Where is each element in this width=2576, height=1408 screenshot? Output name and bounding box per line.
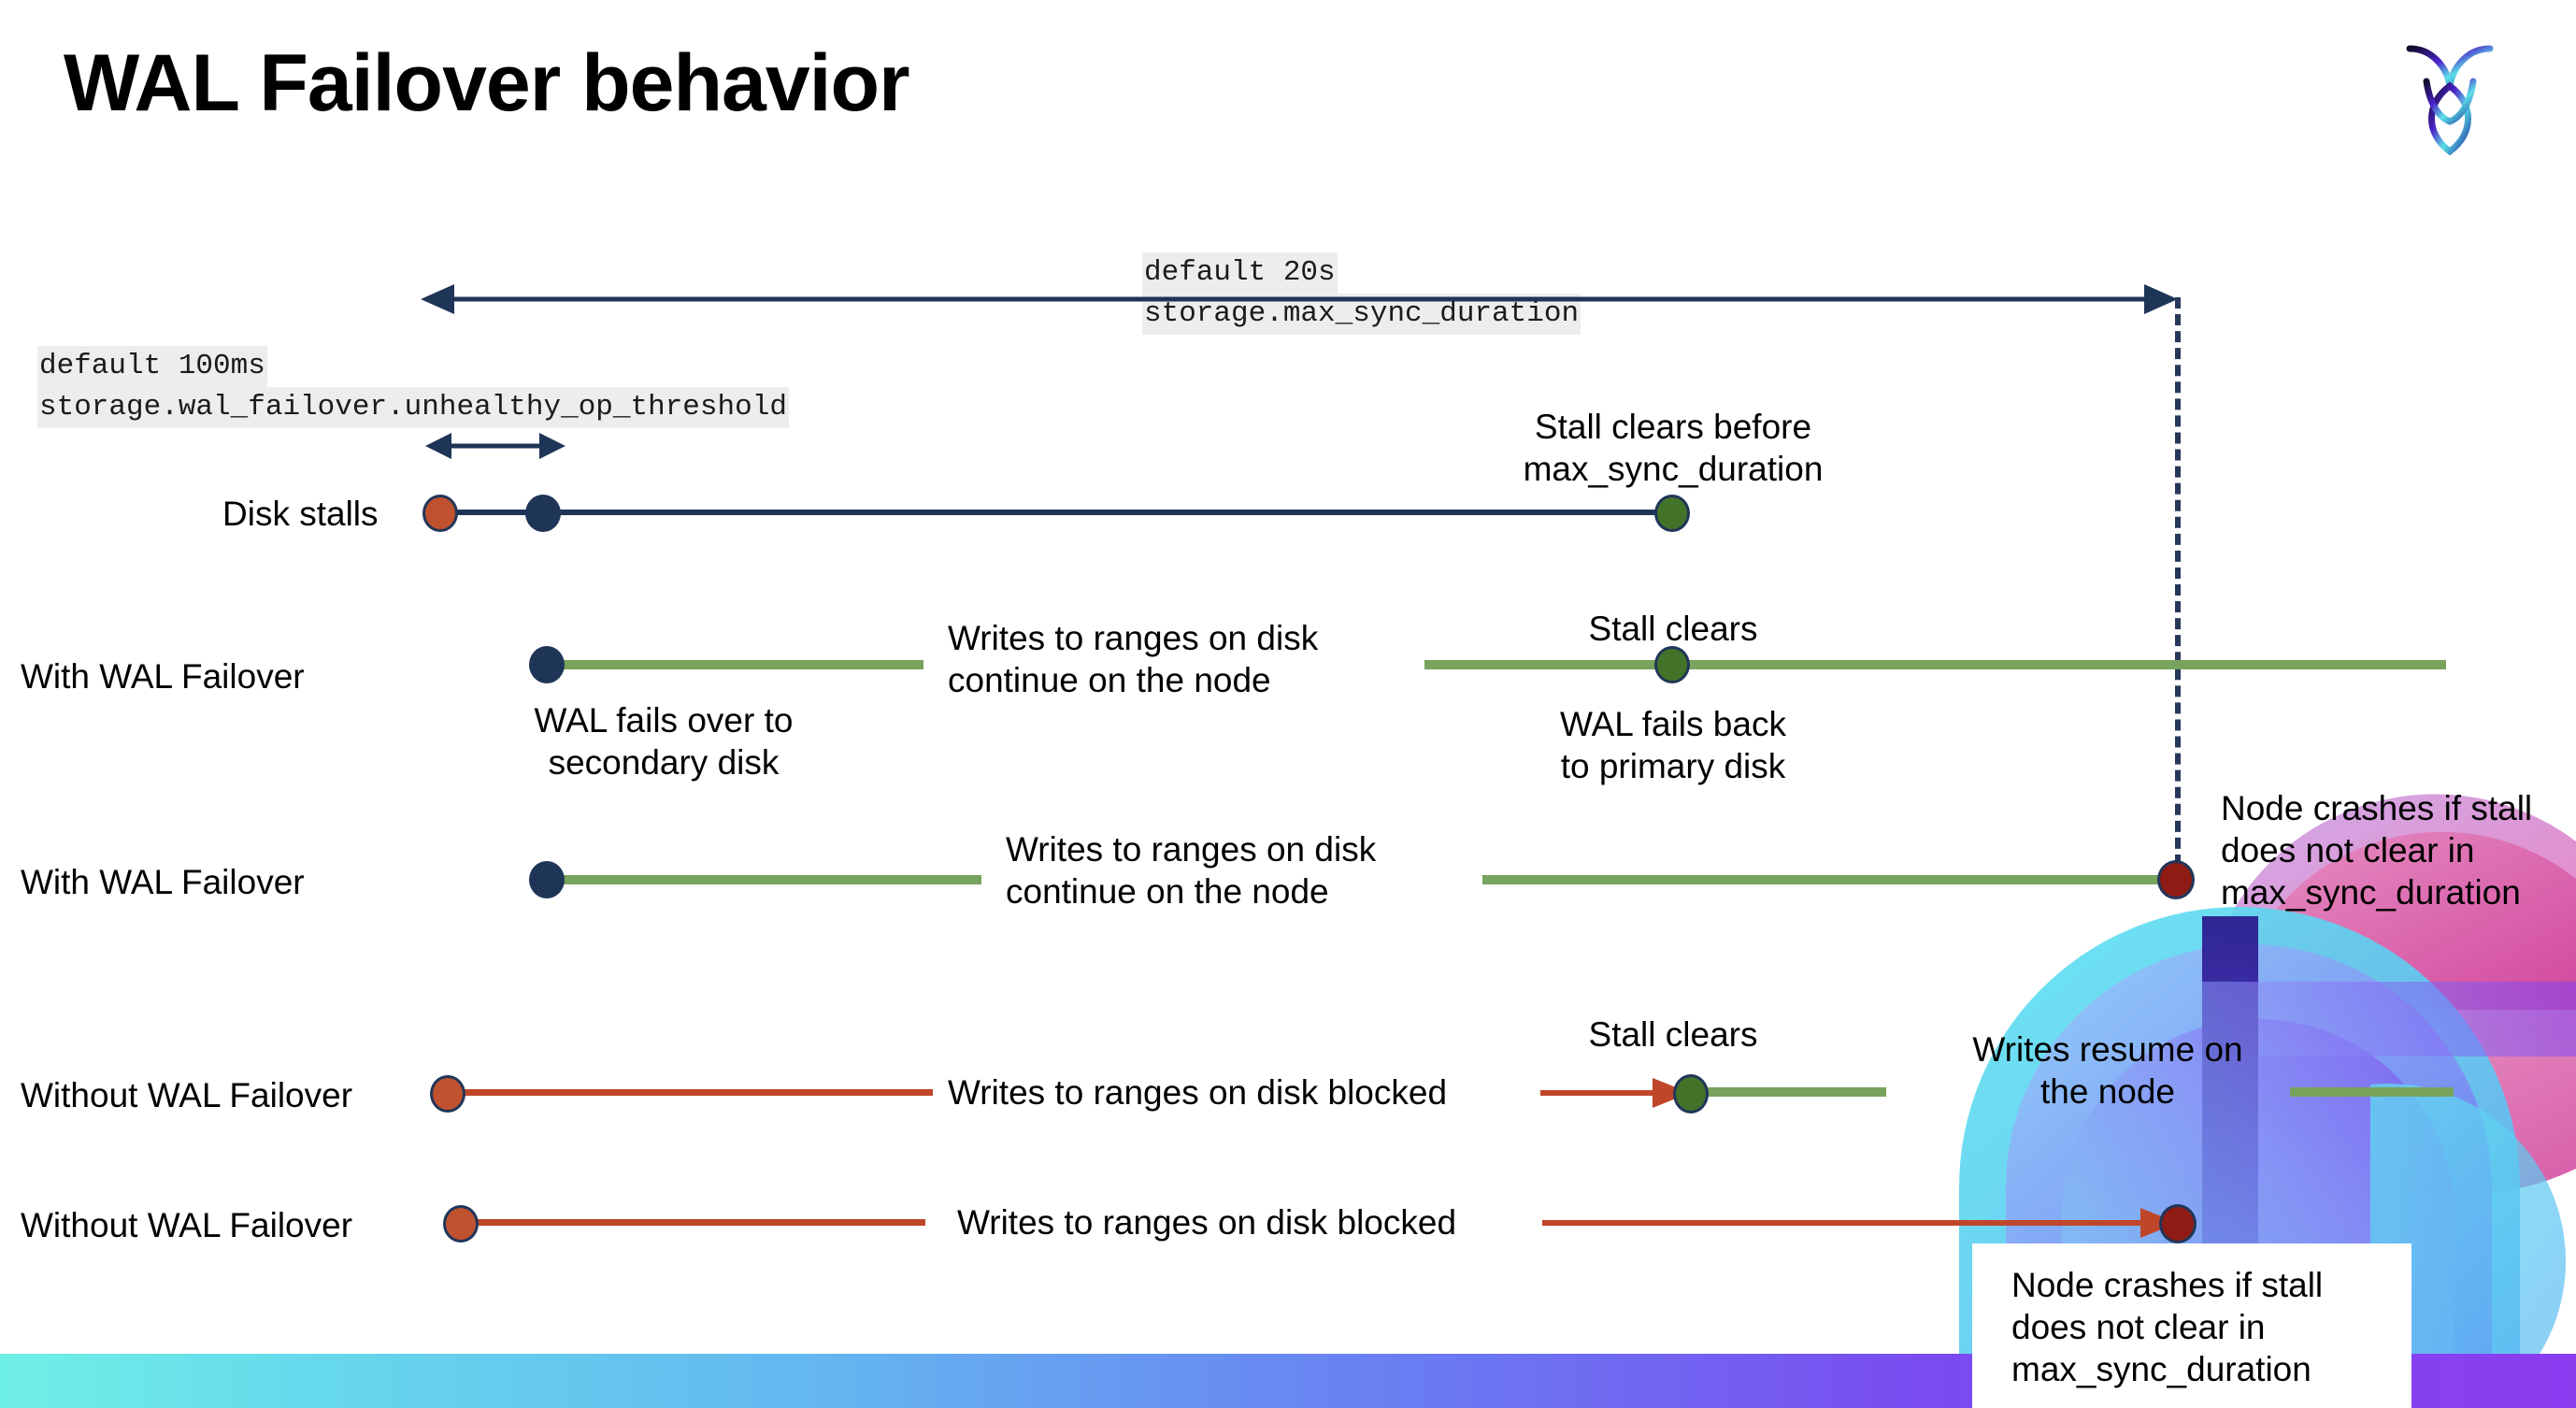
wal-failover-1-clear-marker bbox=[1654, 646, 1690, 683]
note-node-crashes-2: Node crashes if stall does not clear in … bbox=[2011, 1264, 2404, 1390]
note-line-2: continue on the node bbox=[1006, 872, 1329, 912]
wal-failover-2-crash-marker bbox=[2157, 860, 2195, 899]
without-failover-2-blocked-segment-a bbox=[460, 1219, 925, 1226]
note-line-3: max_sync_duration bbox=[2221, 873, 2521, 912]
without-failover-2-blocked-arrow bbox=[1542, 1208, 2178, 1238]
without-failover-1-blocked-segment-a bbox=[447, 1089, 933, 1096]
without-failover-1-resume-segment bbox=[1690, 1087, 1886, 1097]
note-line-1: Writes resume on bbox=[1972, 1030, 2243, 1069]
note-line-2: secondary disk bbox=[548, 743, 780, 783]
wal-failover-1-segment-a bbox=[546, 660, 923, 669]
note-writes-continue-1: Writes to ranges on disk continue on the… bbox=[948, 617, 1387, 701]
wal-failover-2-segment-a bbox=[546, 875, 981, 884]
note-line-2: does not clear in bbox=[2011, 1308, 2266, 1347]
note-writes-blocked-1: Writes to ranges on disk blocked bbox=[948, 1073, 1448, 1112]
note-line-2: does not clear in bbox=[2221, 831, 2475, 870]
row-label-disk-stalls: Disk stalls bbox=[222, 495, 379, 533]
note-line-1: Node crashes if stall bbox=[2221, 789, 2533, 827]
cockroachdb-logo-icon bbox=[2389, 28, 2511, 159]
annotation-unhealthy-default: default 100ms bbox=[37, 346, 267, 388]
note-stall-clears-1: Stall clears bbox=[1588, 610, 1758, 648]
annotation-unhealthy-setting: storage.wal_failover.unhealthy_op_thresh… bbox=[37, 387, 789, 429]
note-line-3: max_sync_duration bbox=[2011, 1350, 2311, 1389]
disk-stall-threshold-marker bbox=[525, 495, 561, 532]
note-wal-fails-over: WAL fails over to secondary disk bbox=[486, 699, 841, 783]
note-wal-fails-back: WAL fails back to primary disk bbox=[1500, 703, 1846, 787]
annotation-max-sync-default: default 20s bbox=[1142, 252, 1338, 295]
note-line-2: max_sync_duration bbox=[1523, 450, 1824, 489]
annotation-unhealthy-op-threshold: default 100ms storage.wal_failover.unhea… bbox=[37, 346, 789, 429]
without-failover-2-start-marker bbox=[443, 1205, 479, 1243]
without-failover-2-crash-marker bbox=[2159, 1204, 2197, 1243]
row-label-with-wal-failover-2: With WAL Failover bbox=[21, 863, 305, 901]
row-label-without-wal-failover-2: Without WAL Failover bbox=[21, 1206, 353, 1244]
without-failover-1-blocked-arrow bbox=[1540, 1078, 1690, 1108]
wal-failover-1-segment-b bbox=[1424, 660, 2446, 669]
without-failover-1-clear-marker bbox=[1673, 1074, 1709, 1113]
note-writes-resume: Writes resume on the node bbox=[1925, 1028, 2290, 1113]
without-failover-1-resume-segment-b bbox=[2290, 1087, 2454, 1097]
disk-stall-start-marker bbox=[422, 495, 458, 532]
note-writes-blocked-2: Writes to ranges on disk blocked bbox=[957, 1203, 1457, 1242]
caption-backdrop bbox=[1972, 1243, 2411, 1408]
unhealthy-op-threshold-arrow bbox=[425, 433, 565, 459]
note-line-1: Stall clears before bbox=[1534, 408, 1812, 446]
row-label-without-wal-failover-1: Without WAL Failover bbox=[21, 1076, 353, 1114]
max-sync-duration-arrow bbox=[421, 284, 2178, 314]
wal-failover-2-segment-b bbox=[1482, 875, 2180, 884]
max-sync-duration-guide-line bbox=[2175, 297, 2181, 883]
page-title: WAL Failover behavior bbox=[64, 38, 910, 128]
note-stall-clears-before-max-sync: Stall clears before max_sync_duration bbox=[1486, 406, 1860, 490]
note-line-2: the node bbox=[2039, 1072, 2176, 1112]
disk-stall-clear-marker bbox=[1654, 495, 1690, 532]
note-line-1: Writes to ranges on disk bbox=[1006, 830, 1377, 869]
note-node-crashes-1: Node crashes if stall does not clear in … bbox=[2221, 787, 2576, 913]
row-label-with-wal-failover-1: With WAL Failover bbox=[21, 657, 305, 696]
disk-stalls-timeline bbox=[439, 510, 1677, 515]
note-line-1: Node crashes if stall bbox=[2011, 1266, 2324, 1304]
note-line-1: WAL fails back bbox=[1560, 705, 1786, 743]
note-stall-clears-2: Stall clears bbox=[1588, 1015, 1758, 1054]
note-line-2: to primary disk bbox=[1560, 747, 1786, 786]
note-line-2: continue on the node bbox=[948, 661, 1271, 700]
wal-failover-2-failover-marker bbox=[529, 861, 565, 898]
note-writes-continue-2: Writes to ranges on disk continue on the… bbox=[1006, 828, 1445, 912]
note-line-1: Writes to ranges on disk bbox=[948, 619, 1319, 657]
wal-failover-1-failover-marker bbox=[529, 646, 565, 683]
note-line-1: WAL fails over to bbox=[534, 701, 794, 740]
without-failover-1-start-marker bbox=[430, 1075, 465, 1113]
